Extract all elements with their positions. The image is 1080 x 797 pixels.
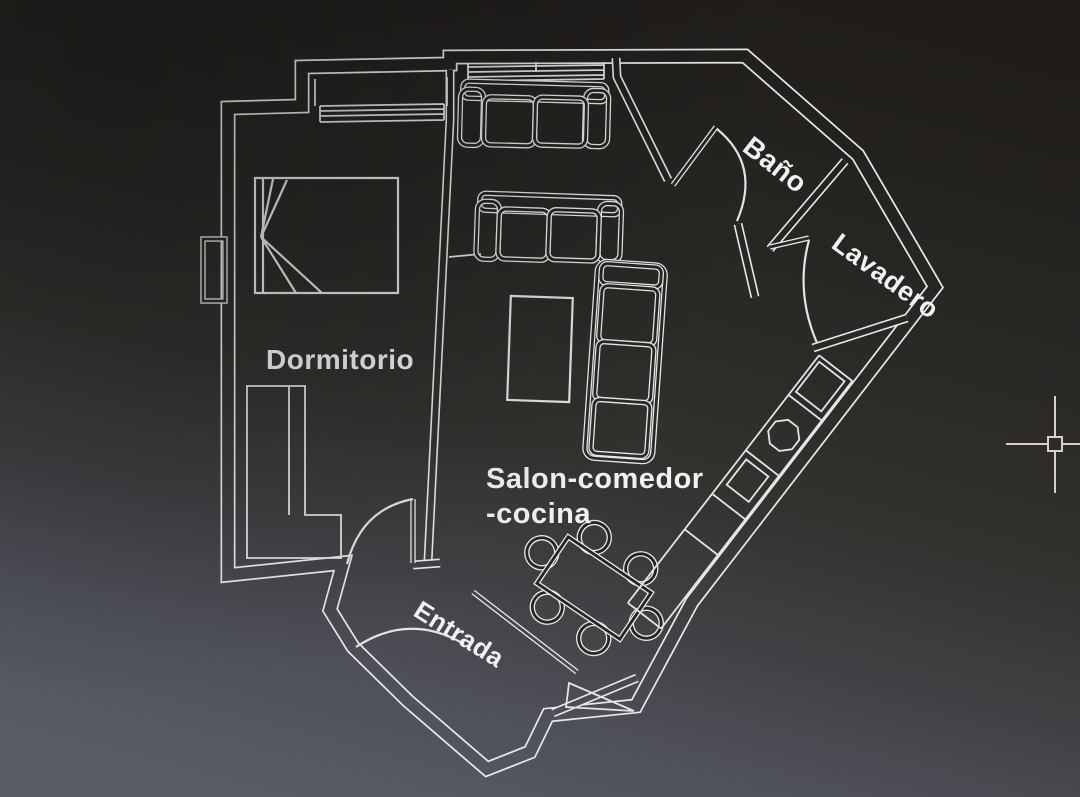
crosshair-cursor bbox=[1006, 396, 1080, 493]
crosshair-pickbox bbox=[1047, 436, 1063, 452]
crosshair-lines bbox=[1006, 396, 1080, 493]
